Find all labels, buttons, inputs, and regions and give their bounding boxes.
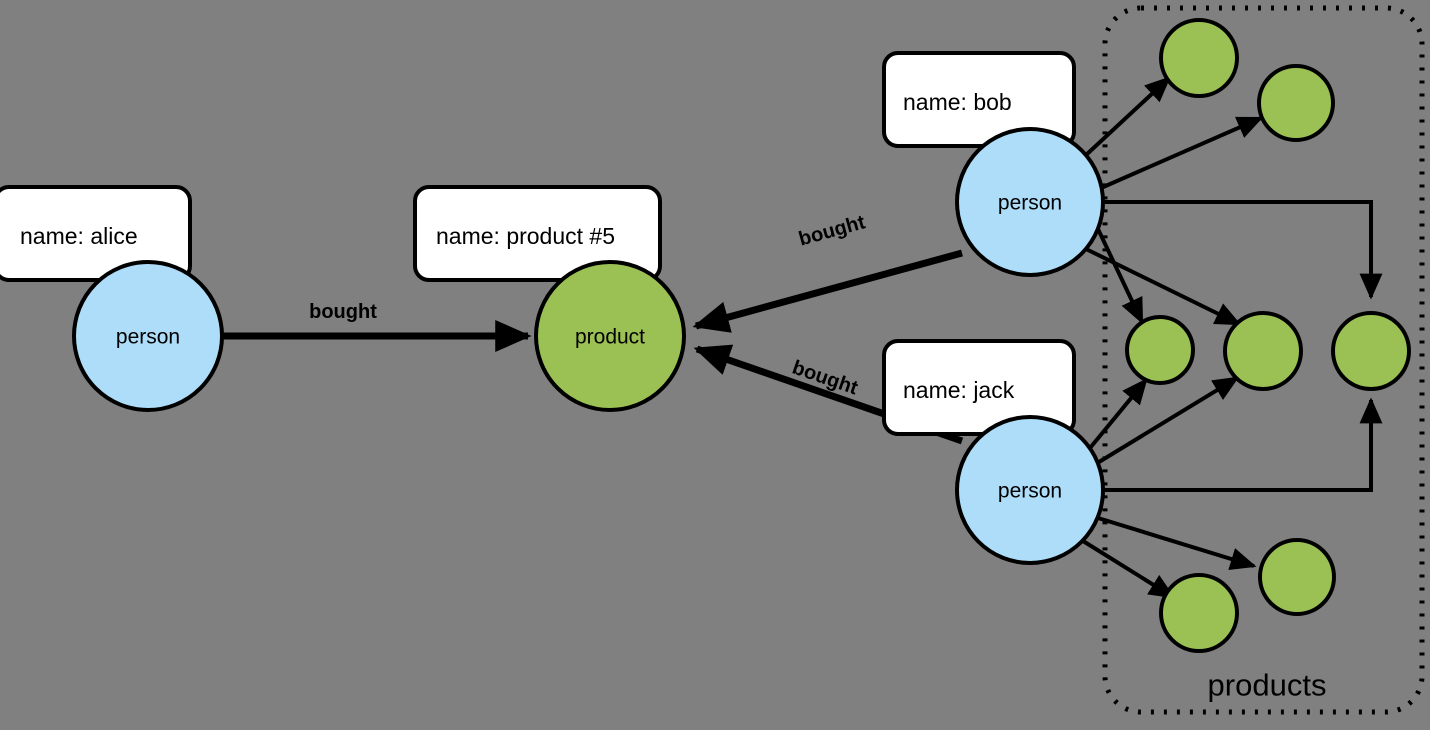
property-box-text: name: jack xyxy=(903,377,1015,403)
property-box-bob: name: bob xyxy=(882,51,1076,148)
property-box-rect xyxy=(882,51,1076,148)
edge-line xyxy=(1085,247,1242,326)
node-label: person xyxy=(998,480,1062,503)
node-circle[interactable] xyxy=(72,260,224,412)
edge-line xyxy=(1097,376,1240,464)
edge-bob-product-5 xyxy=(1103,200,1383,300)
edge-line xyxy=(1100,116,1264,190)
node-bob[interactable]: person xyxy=(955,127,1105,277)
edge-jack-product-6 xyxy=(1097,516,1257,571)
node-label: person xyxy=(116,326,180,349)
edge-line xyxy=(1103,200,1383,300)
edge-bob-product-3 xyxy=(1096,228,1144,325)
product-node-5[interactable] xyxy=(1331,311,1411,391)
node-circle[interactable] xyxy=(955,127,1105,277)
node-circle[interactable] xyxy=(534,260,686,412)
property-box-text: name: bob xyxy=(903,89,1012,115)
edge-bob-product-2 xyxy=(1100,116,1264,190)
edge-line xyxy=(1084,76,1171,157)
property-box-rect xyxy=(413,185,662,282)
property-box-text: name: alice xyxy=(20,223,138,249)
node-alice[interactable]: person xyxy=(72,260,224,412)
products-group: products xyxy=(1102,5,1425,715)
edge-jack-product-5 xyxy=(1103,397,1383,492)
products-group-label: products xyxy=(1208,668,1327,703)
node-label: product xyxy=(575,326,645,349)
node-circle[interactable] xyxy=(955,415,1105,565)
edge-bob-product-4 xyxy=(1085,247,1242,326)
edge-bob-bought-product: bought xyxy=(692,211,963,333)
edge-bob-product-1 xyxy=(1084,76,1171,157)
node-label: person xyxy=(998,192,1062,215)
edge-jack-product-7 xyxy=(1081,539,1176,599)
node-jack[interactable]: person xyxy=(955,415,1105,565)
product-node-7[interactable] xyxy=(1159,573,1239,653)
edge-label-bought: bought xyxy=(309,301,377,323)
product-node-6[interactable] xyxy=(1258,538,1336,616)
edge-line xyxy=(1096,228,1144,325)
property-box-text: name: product #5 xyxy=(436,223,615,249)
edge-alice-bought-product: bought xyxy=(222,301,532,353)
property-box-product5: name: product #5 xyxy=(413,185,662,282)
product-node-4[interactable] xyxy=(1223,311,1303,391)
product-node-1[interactable] xyxy=(1159,18,1239,98)
property-box-rect xyxy=(882,339,1076,436)
edge-jack-product-3 xyxy=(1088,377,1148,450)
edge-line xyxy=(692,249,963,333)
edge-line xyxy=(1081,539,1176,599)
node-product5[interactable]: product xyxy=(534,260,686,412)
edge-jack-product-4 xyxy=(1097,376,1240,464)
edge-line xyxy=(1088,377,1148,450)
product-node-3[interactable] xyxy=(1125,315,1195,385)
property-box-rect xyxy=(0,185,192,282)
product-node-2[interactable] xyxy=(1257,64,1335,142)
property-box-alice: name: alice xyxy=(0,185,192,282)
edge-line xyxy=(1103,397,1383,492)
property-box-jack: name: jack xyxy=(882,339,1076,436)
edge-line xyxy=(1097,516,1257,571)
edge-label-bought: bought xyxy=(796,211,867,250)
